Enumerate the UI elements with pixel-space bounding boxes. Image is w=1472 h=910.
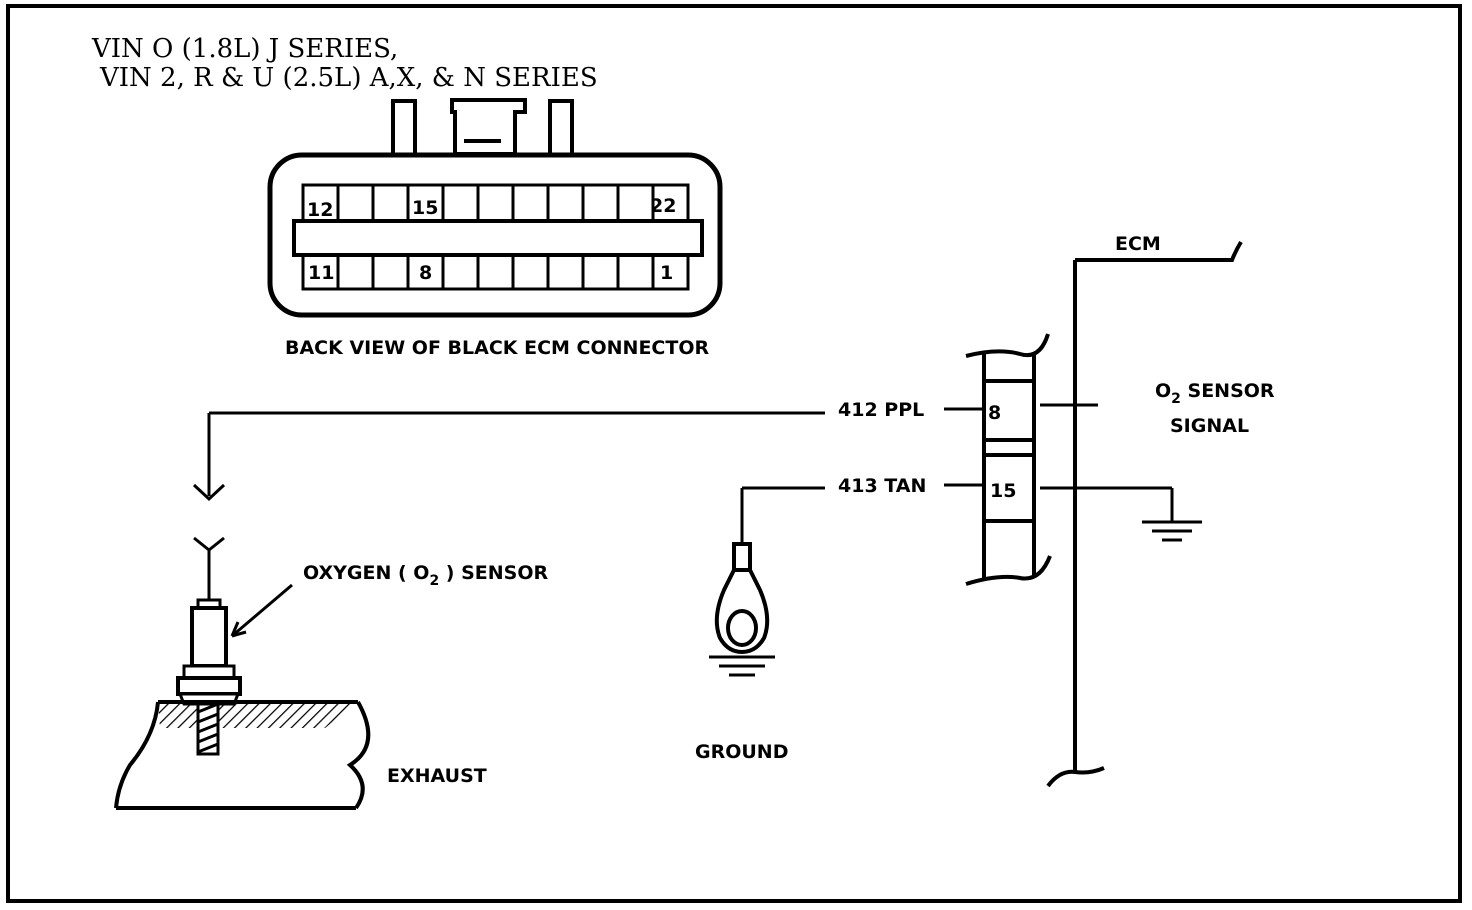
ecm-box (1046, 240, 1243, 788)
sensor-pointer-arrow (230, 583, 293, 638)
wire-413 (740, 483, 984, 546)
ecm-cavity-8: 8 (988, 402, 1001, 424)
wire-413-label: 413 TAN (838, 475, 926, 497)
connector-bottom-row (301, 253, 690, 291)
o2-sensor-label: OXYGEN ( O2 ) SENSOR (303, 562, 549, 589)
connector-pin-22: 22 (650, 195, 676, 217)
ecm-connector-strip (965, 333, 1052, 586)
ecm-bottom-break (1046, 766, 1105, 788)
ecm-internal (1040, 403, 1174, 522)
header-line-2: VIN 2, R & U (2.5L) A,X, & N SERIES (99, 63, 598, 93)
ground-eyelet (714, 542, 770, 655)
o2-sensor (176, 536, 242, 706)
header-line-1: VIN O (1.8L) J SERIES, (91, 34, 398, 64)
strip-bottom-break (965, 555, 1052, 586)
ecm-label: ECM (1115, 233, 1161, 255)
connector-pin-15: 15 (412, 197, 438, 219)
connector-pin-11: 11 (308, 262, 334, 284)
ecm-top-edge (1075, 240, 1243, 262)
exhaust-label: EXHAUST (387, 765, 487, 787)
ecm-ground-symbol (1142, 520, 1202, 542)
ground-label: GROUND (695, 741, 788, 763)
connector-tab-right (548, 99, 574, 159)
page-frame (6, 4, 1462, 903)
connector-pin-8: 8 (419, 262, 432, 284)
wire-412 (192, 407, 984, 502)
connector-latch (450, 98, 527, 156)
wire-412-label: 412 PPL (838, 399, 924, 421)
connector-center-bar (292, 219, 704, 257)
connector-tab-left (391, 99, 417, 159)
connector-pin-1: 1 (660, 262, 673, 284)
wire-412-terminal (192, 483, 226, 502)
connector-pin-12: 12 (307, 199, 333, 221)
ground-symbol (709, 655, 775, 677)
ecm-cavity-15: 15 (990, 480, 1016, 502)
connector-caption: BACK VIEW OF BLACK ECM CONNECTOR (285, 337, 709, 359)
o2-signal-label-line2: SIGNAL (1170, 415, 1249, 437)
exhaust-pipe (114, 700, 371, 810)
strip-top-break (965, 333, 1050, 358)
ecm-connector (267, 98, 723, 318)
sensor-thread (196, 702, 220, 756)
o2-signal-label-line1: O2 SENSOR (1155, 380, 1275, 407)
